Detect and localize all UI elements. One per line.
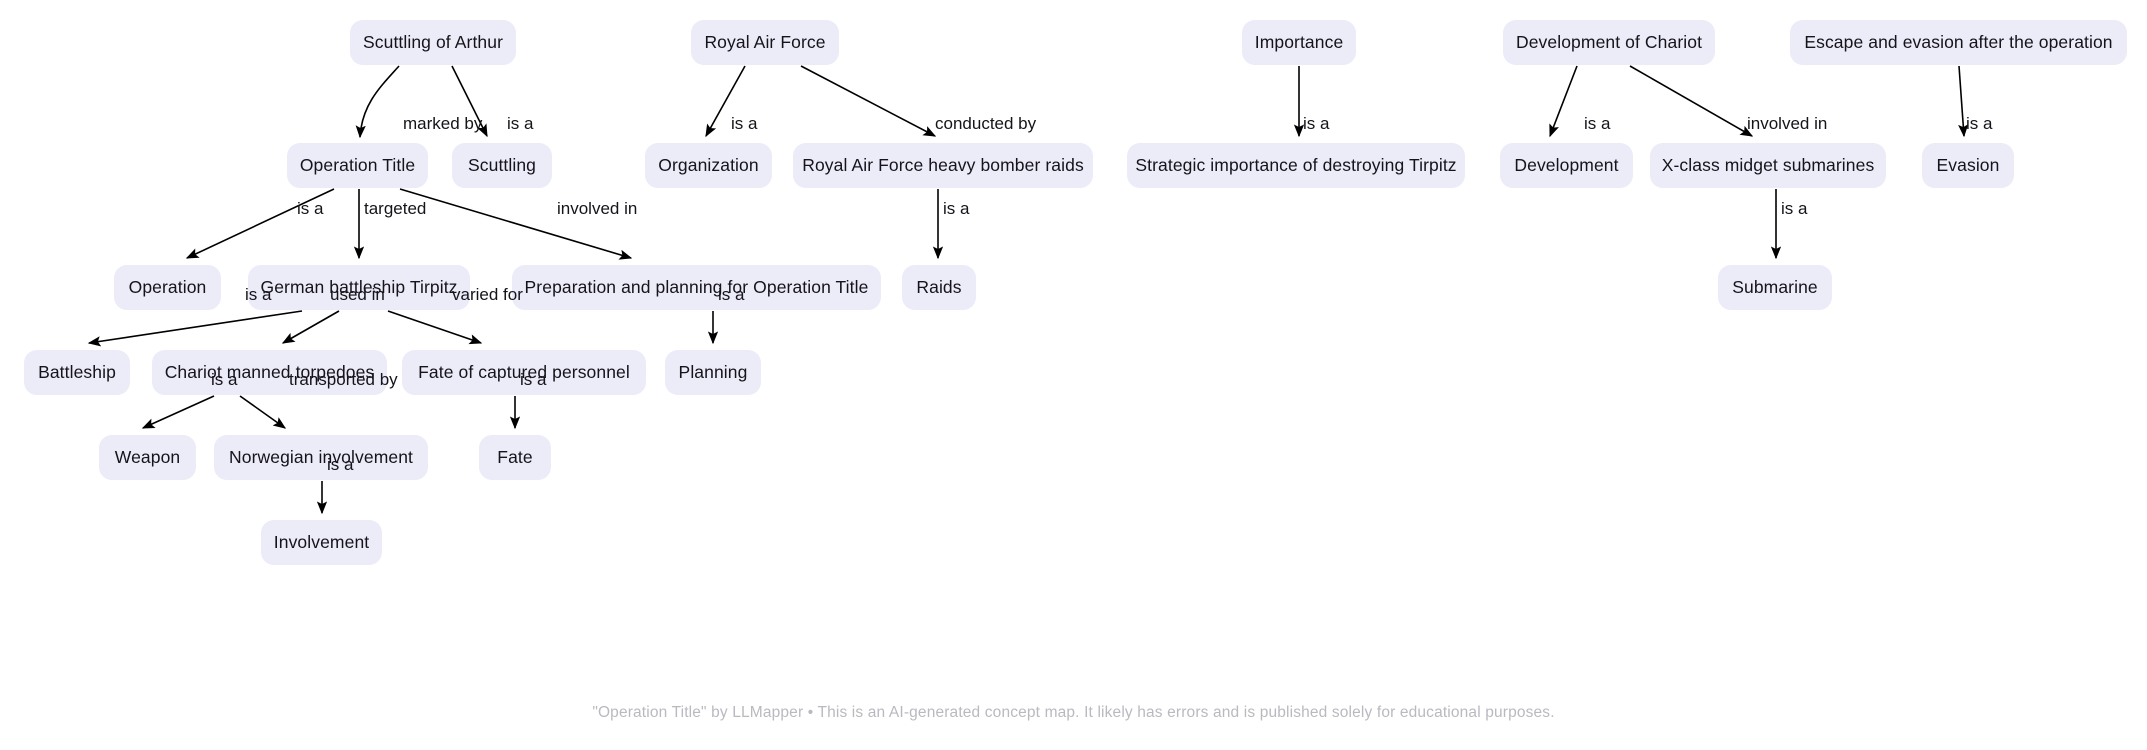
edge-label-e5: is a <box>1303 114 1330 133</box>
concept-node-battleship[interactable]: Battleship <box>24 350 130 395</box>
concept-node-raids[interactable]: Raids <box>902 265 976 310</box>
concept-node-norwegian-involvement[interactable]: Norwegian involvement <box>214 435 428 480</box>
edge-label-e15: used in <box>330 285 385 304</box>
concept-node-planning[interactable]: Planning <box>665 350 761 395</box>
concept-node-evasion[interactable]: Evasion <box>1922 143 2014 188</box>
concept-node-operation-title[interactable]: Operation Title <box>287 143 428 188</box>
edge-label-e7: involved in <box>1747 114 1828 133</box>
edge-label-e12: is a <box>943 199 970 218</box>
concept-node-development[interactable]: Development <box>1500 143 1633 188</box>
edge-label-e3: is a <box>731 114 758 133</box>
concept-node-fate[interactable]: Fate <box>479 435 551 480</box>
edge-label-e16: varied for <box>452 285 523 304</box>
edge-label-e21: is a <box>327 455 354 474</box>
concept-node-involvement[interactable]: Involvement <box>261 520 382 565</box>
edge-label-e1: marked by <box>403 114 483 133</box>
edge-label-e18: is a <box>211 370 238 389</box>
concept-node-scuttling[interactable]: Scuttling <box>452 143 552 188</box>
concept-node-royal-air-force[interactable]: Royal Air Force <box>691 20 839 65</box>
edge-label-e17: is a <box>718 285 745 304</box>
edge-label-e9: is a <box>297 199 324 218</box>
edge-label-e13: is a <box>1781 199 1808 218</box>
concept-node-raf-heavy-bomber-raids[interactable]: Royal Air Force heavy bomber raids <box>793 143 1093 188</box>
footer-credit: "Operation Title" by LLMapper • This is … <box>592 704 1555 721</box>
edge-label-e8: is a <box>1966 114 1993 133</box>
edge-label-e2: is a <box>507 114 534 133</box>
concept-node-scuttling-of-arthur[interactable]: Scuttling of Arthur <box>350 20 516 65</box>
edge-label-e11: involved in <box>557 199 638 218</box>
edge-label-e10: targeted <box>364 199 427 218</box>
concept-node-x-class-midget-submarines[interactable]: X-class midget submarines <box>1650 143 1886 188</box>
concept-node-operation[interactable]: Operation <box>114 265 221 310</box>
concept-node-german-battleship-tirpitz[interactable]: German battleship Tirpitz <box>248 265 470 310</box>
edge-label-e19: transported by <box>289 370 398 389</box>
edge-label-e4: conducted by <box>935 114 1037 133</box>
edge-label-e14: is a <box>245 285 272 304</box>
edge-label-e20: is a <box>520 370 547 389</box>
concept-node-preparation-planning[interactable]: Preparation and planning for Operation T… <box>512 265 881 310</box>
concept-node-strategic-importance[interactable]: Strategic importance of destroying Tirpi… <box>1127 143 1465 188</box>
concept-node-submarine[interactable]: Submarine <box>1718 265 1832 310</box>
concept-node-fate-of-captured-personnel[interactable]: Fate of captured personnel <box>402 350 646 395</box>
concept-node-weapon[interactable]: Weapon <box>99 435 196 480</box>
edge-label-e6: is a <box>1584 114 1611 133</box>
concept-node-escape-and-evasion[interactable]: Escape and evasion after the operation <box>1790 20 2127 65</box>
concept-node-importance[interactable]: Importance <box>1242 20 1356 65</box>
concept-node-development-of-chariot[interactable]: Development of Chariot <box>1503 20 1715 65</box>
concept-node-organization[interactable]: Organization <box>645 143 772 188</box>
concept-node-chariot-manned-torpedoes[interactable]: Chariot manned torpedoes <box>152 350 387 395</box>
